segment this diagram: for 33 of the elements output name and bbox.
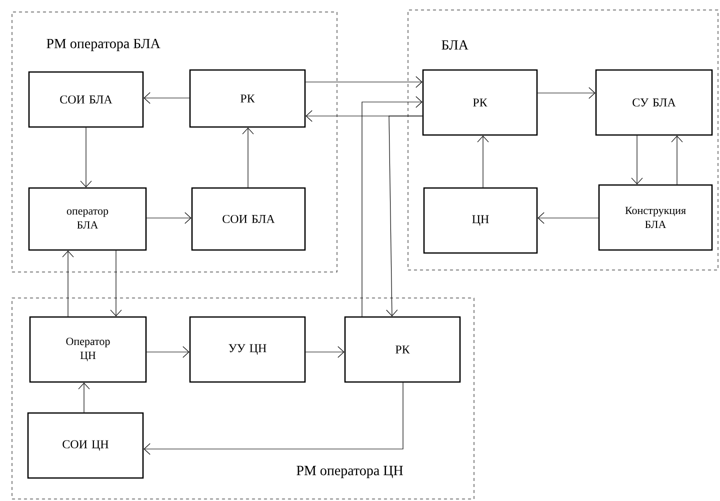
arrow: [146, 212, 192, 224]
arrow: [62, 250, 74, 317]
arrow: [80, 127, 92, 188]
arrow: [537, 87, 596, 99]
arrow: [110, 250, 122, 316]
group-title: РМ оператора БЛА: [46, 38, 160, 52]
arrow: [538, 212, 599, 224]
arrow: [386, 116, 423, 316]
process-box: Оператор ЦН: [29, 316, 147, 383]
arrow: [144, 92, 190, 104]
process-box: РК: [344, 316, 461, 383]
process-box: Конструкция БЛА: [598, 184, 713, 251]
group-title: БЛА: [442, 40, 468, 50]
process-box: СУ БЛА: [595, 69, 713, 136]
process-box: оператор БЛА: [28, 187, 147, 251]
process-box: РК: [189, 69, 306, 128]
process-box: СОИ БЛА: [28, 71, 144, 128]
group-title: РМ оператора ЦН: [296, 466, 403, 478]
arrow: [78, 382, 90, 413]
arrow: [477, 136, 489, 188]
arrow: [305, 346, 344, 358]
arrow: [671, 136, 683, 185]
process-box: СОИ ЦН: [27, 412, 144, 479]
arrow: [305, 76, 422, 88]
arrow: [144, 382, 404, 455]
arrow: [242, 128, 254, 188]
arrow: [362, 96, 422, 317]
arrow: [631, 135, 643, 184]
arrow: [146, 346, 190, 358]
process-box: СОИ БЛА: [191, 187, 306, 251]
process-box: ЦН: [423, 187, 538, 254]
process-box: РК: [422, 69, 538, 136]
process-box: УУ ЦН: [189, 316, 306, 383]
